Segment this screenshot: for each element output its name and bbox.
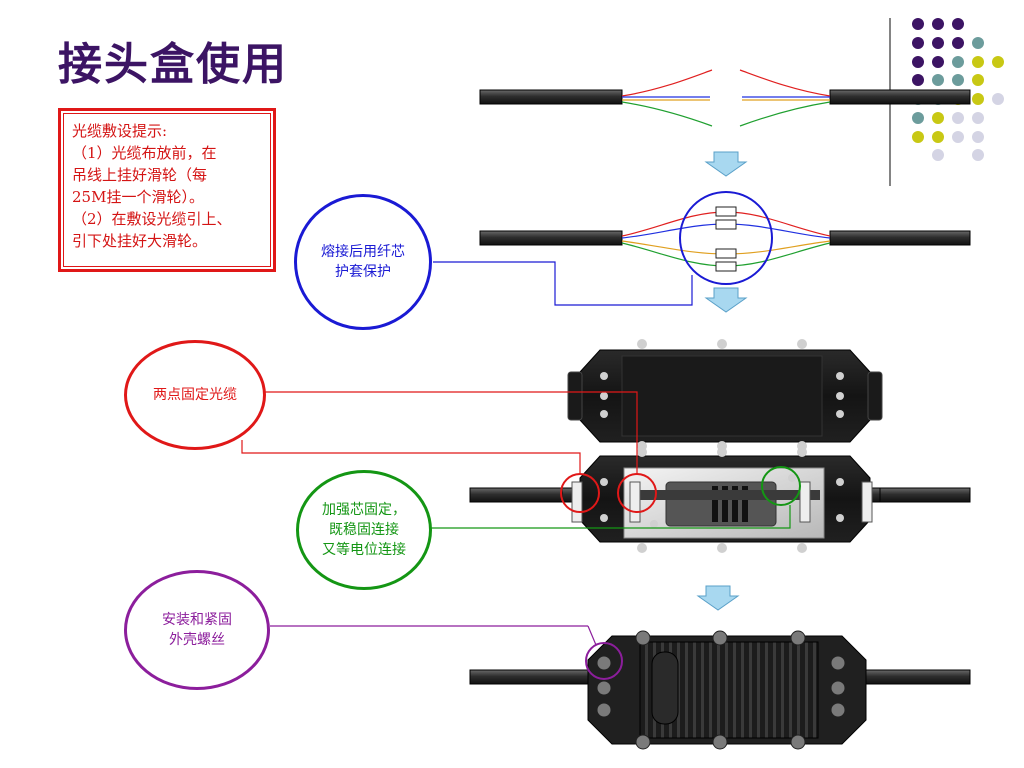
tip-line: 吊线上挂好滑轮（每 <box>72 166 208 184</box>
callout-line: 又等电位连接 <box>322 542 406 558</box>
tip-line: 光缆敷设提示: <box>72 122 168 140</box>
callout-line: 两点固定光缆 <box>153 387 237 403</box>
tip-line: 25M挂一个滑轮）。 <box>72 188 204 206</box>
tip-line: （2）在敷设光缆引上、 <box>72 210 232 228</box>
screws-leader-line-end <box>587 625 597 646</box>
stripped-cable-left <box>479 69 713 127</box>
dot-grid-icon <box>889 18 1004 186</box>
splice-box-lid <box>567 339 883 451</box>
fused-fiber-cable <box>479 191 971 285</box>
callout-strength-core: 加强芯固定， 既稳固连接 又等电位连接 <box>296 470 432 590</box>
page-title: 接头盒使用 <box>58 39 288 90</box>
closed-splice-box <box>469 630 971 750</box>
arrow-down-icon <box>696 585 740 611</box>
fix-leader-line-bottom <box>241 440 581 474</box>
callout-line: 既稳固连接 <box>329 522 399 538</box>
tip-text: 光缆敷设提示: （1）光缆布放前，在 吊线上挂好滑轮（每 25M挂一个滑轮）。 … <box>63 113 271 267</box>
tip-line: （1）光缆布放前，在 <box>72 144 217 162</box>
callout-line: 安装和紧固 <box>162 612 232 628</box>
callout-screws: 安装和紧固 外壳螺丝 <box>124 570 270 690</box>
tip-line: 引下处挂好大滑轮。 <box>72 232 208 250</box>
callout-line: 护套保护 <box>335 264 391 280</box>
fix-leader-line-top <box>265 391 638 474</box>
callout-line: 加强芯固定， <box>322 502 406 518</box>
callout-line: 熔接后用纤芯 <box>321 244 405 260</box>
cable-laying-tip-box: 光缆敷设提示: （1）光缆布放前，在 吊线上挂好滑轮（每 25M挂一个滑轮）。 … <box>58 108 276 272</box>
stripped-cable-right <box>739 69 971 127</box>
fusion-leader-line <box>433 261 693 306</box>
arrow-down-icon <box>704 287 748 313</box>
callout-fusion-sleeve: 熔接后用纤芯 护套保护 <box>294 194 432 330</box>
arrow-down-icon <box>704 151 748 177</box>
callout-fix-points: 两点固定光缆 <box>124 340 266 450</box>
splice-box-base <box>469 447 971 553</box>
strength-core-leader-line <box>430 505 791 529</box>
callout-line: 外壳螺丝 <box>169 632 225 648</box>
